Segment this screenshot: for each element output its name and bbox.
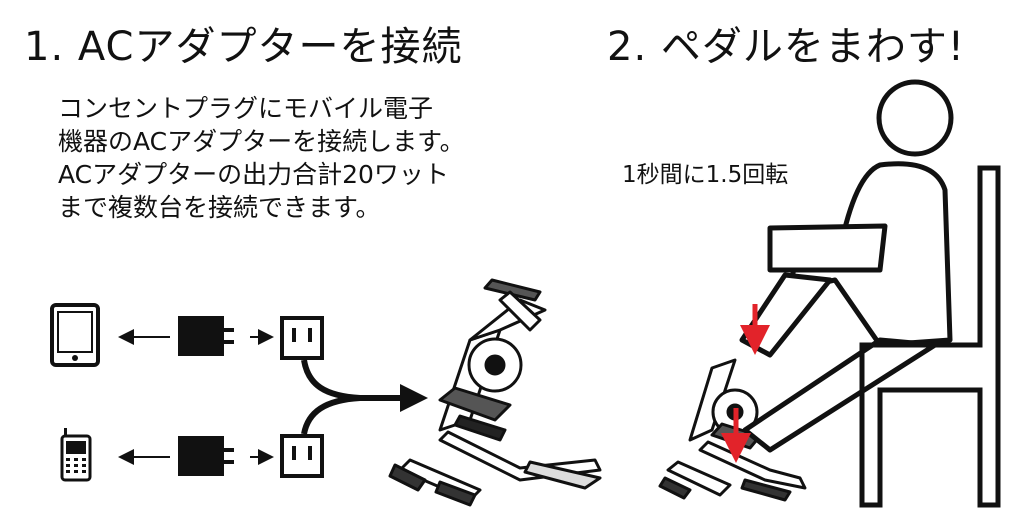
ac-adapter-icon	[178, 436, 234, 476]
arrow-head-icon	[400, 384, 428, 412]
description-line: ACアダプターの出力合計20ワット	[58, 160, 449, 189]
step1-title: 1. ACアダプターを接続	[24, 24, 463, 70]
pedal-exerciser-icon	[388, 278, 602, 507]
description-line: まで複数台を接続できます。	[58, 193, 381, 222]
description-line: コンセントプラグにモバイル電子	[58, 94, 434, 123]
power-outlet-icon	[280, 316, 324, 360]
phone-icon	[60, 428, 92, 482]
tablet-icon	[50, 303, 100, 367]
seated-person-icon	[739, 79, 954, 453]
rotation-speed-label: 1秒間に1.5回転	[622, 162, 789, 188]
step1-description: コンセントプラグにモバイル電子 機器のACアダプターを接続します。 ACアダプタ…	[58, 92, 465, 224]
power-outlet-icon	[280, 434, 324, 478]
step2-title: 2. ペダルをまわす!	[607, 24, 965, 70]
connection-arrow-icon	[301, 359, 405, 435]
description-line: 機器のACアダプターを接続します。	[58, 127, 465, 156]
chair-icon	[859, 165, 1001, 508]
ac-adapter-icon	[178, 316, 234, 356]
